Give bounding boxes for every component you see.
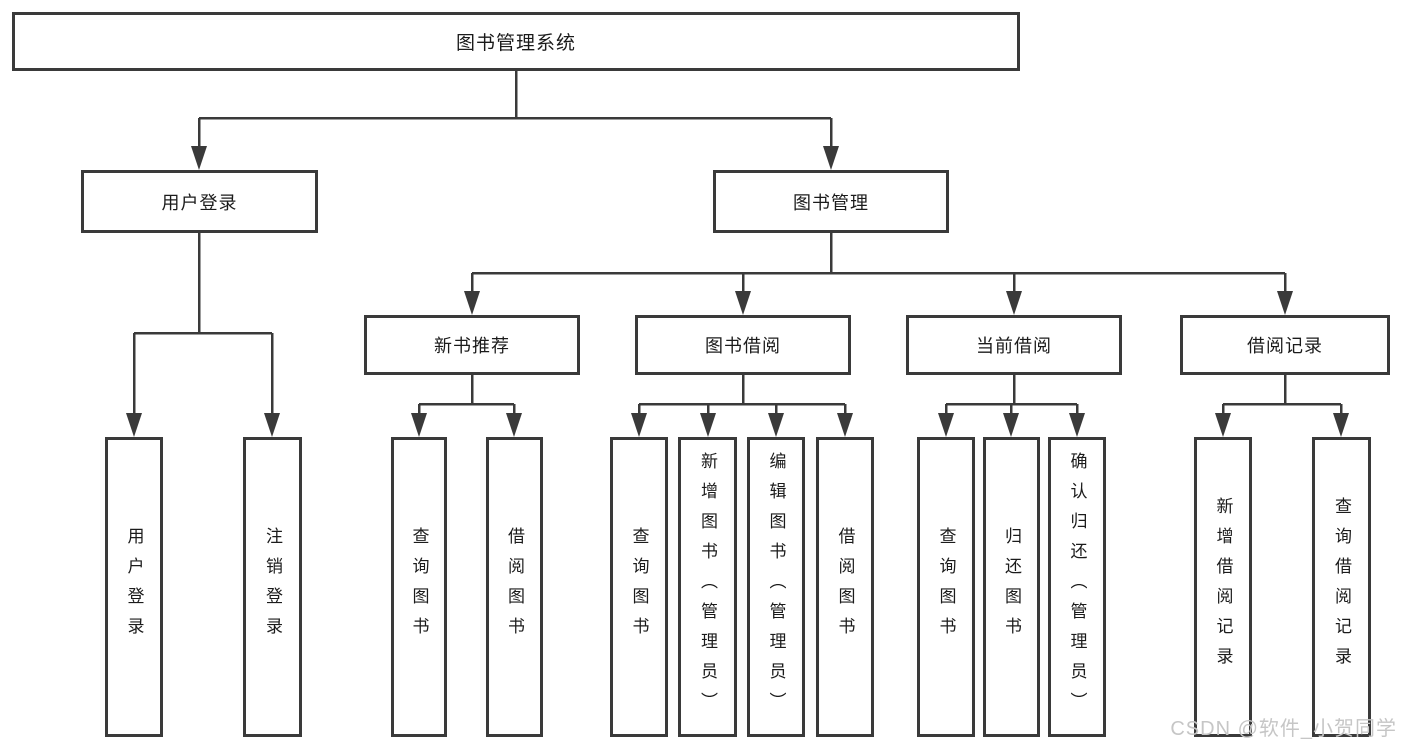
arrow-down-icon xyxy=(1215,413,1231,437)
node-user-login: 用户登录 xyxy=(81,170,318,233)
node-label: 借阅记录 xyxy=(1247,336,1323,356)
arrow-down-icon xyxy=(1333,413,1349,437)
node-label: 图书借阅 xyxy=(705,336,781,356)
leaf-edit-book-admin: 编辑图书（管理员） xyxy=(747,437,805,737)
arrow-down-icon xyxy=(264,413,280,437)
connector-userlogin-to-leaves xyxy=(132,233,274,419)
arrow-down-icon xyxy=(1069,413,1085,437)
leaf-return-book: 归还图书 xyxy=(983,437,1040,737)
node-label: 归还图书 xyxy=(1002,527,1021,647)
leaf-add-borrow-record: 新增借阅记录 xyxy=(1194,437,1252,737)
connector-currentborrow-to-leaves xyxy=(944,375,1079,419)
node-label: 查询图书 xyxy=(409,527,429,647)
arrow-down-icon xyxy=(938,413,954,437)
leaf-logout: 注销登录 xyxy=(243,437,302,737)
node-label: 图书管理 xyxy=(793,192,869,213)
node-new-book-recommend: 新书推荐 xyxy=(364,315,580,375)
connector-borrowrecords-to-leaves xyxy=(1221,375,1343,419)
arrow-down-icon xyxy=(411,413,427,437)
node-label: 用户登录 xyxy=(161,192,238,213)
arrow-down-icon xyxy=(631,413,647,437)
node-label: 图书管理系统 xyxy=(455,33,576,54)
leaf-query-borrow-record: 查询借阅记录 xyxy=(1312,437,1371,737)
arrow-down-icon xyxy=(191,146,207,170)
arrow-down-icon xyxy=(823,146,839,170)
node-label: 确认归还（管理员） xyxy=(1067,452,1087,722)
node-label: 新增图书（管理员） xyxy=(698,452,717,722)
leaf-user-login: 用户登录 xyxy=(105,437,163,737)
leaf-query-books-borrow: 查询图书 xyxy=(610,437,668,737)
node-book-management: 图书管理 xyxy=(713,170,949,233)
node-label: 查询图书 xyxy=(936,527,956,647)
node-label: 注销登录 xyxy=(263,527,282,647)
node-label: 新增借阅记录 xyxy=(1213,497,1233,677)
arrow-down-icon xyxy=(700,413,716,437)
node-current-borrow: 当前借阅 xyxy=(906,315,1122,375)
arrow-down-icon xyxy=(464,291,480,315)
arrow-down-icon xyxy=(126,413,142,437)
leaf-confirm-return-admin: 确认归还（管理员） xyxy=(1048,437,1106,737)
arrow-down-icon xyxy=(1277,291,1293,315)
leaf-borrow-books-recommend: 借阅图书 xyxy=(486,437,543,737)
connector-bookmgmt-to-level3 xyxy=(470,233,1287,297)
connector-newbook-to-leaves xyxy=(417,375,516,419)
arrow-down-icon xyxy=(768,413,784,437)
leaf-query-books-recommend: 查询图书 xyxy=(391,437,447,737)
leaf-add-book-admin: 新增图书（管理员） xyxy=(678,437,737,737)
leaf-query-books-current: 查询图书 xyxy=(917,437,975,737)
node-book-borrow: 图书借阅 xyxy=(635,315,851,375)
node-label: 编辑图书（管理员） xyxy=(766,452,786,722)
csdn-watermark: CSDN @软件_小贺同学 xyxy=(1170,718,1397,740)
arrowheads xyxy=(126,146,1349,437)
node-label: 借阅图书 xyxy=(835,527,855,647)
arrow-down-icon xyxy=(1003,413,1019,437)
connector-root-to-level2 xyxy=(197,71,833,152)
connector-bookborrow-to-leaves xyxy=(637,375,847,419)
arrow-down-icon xyxy=(1006,291,1022,315)
node-label: 用户登录 xyxy=(124,527,144,647)
node-label: 查询图书 xyxy=(629,527,649,647)
node-system-root: 图书管理系统 xyxy=(12,12,1020,71)
node-label: 新书推荐 xyxy=(434,336,510,356)
node-label: 借阅图书 xyxy=(505,527,524,647)
arrow-down-icon xyxy=(837,413,853,437)
arrow-down-icon xyxy=(735,291,751,315)
leaf-borrow-books: 借阅图书 xyxy=(816,437,874,737)
arrow-down-icon xyxy=(506,413,522,437)
node-label: 查询借阅记录 xyxy=(1332,497,1351,677)
node-borrow-records: 借阅记录 xyxy=(1180,315,1390,375)
node-label: 当前借阅 xyxy=(976,336,1052,356)
